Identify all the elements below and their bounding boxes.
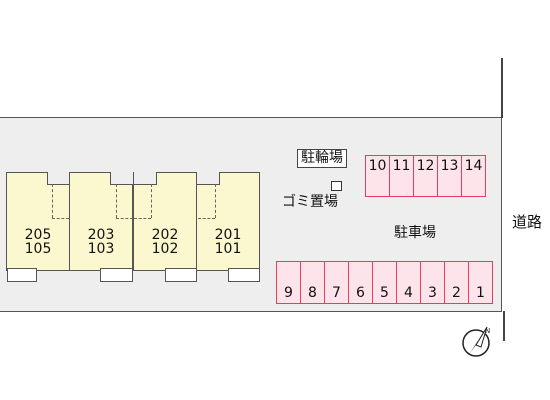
parking-space: 4 bbox=[396, 261, 421, 304]
unit-number-lower: 101 bbox=[214, 241, 242, 257]
parking-space: 2 bbox=[444, 261, 469, 304]
north-arrow-icon: N bbox=[461, 323, 495, 363]
unit-number-upper: 201 bbox=[214, 227, 242, 243]
building-notch bbox=[47, 172, 70, 185]
parking-space-number: 3 bbox=[428, 285, 437, 301]
svg-text:N: N bbox=[485, 327, 490, 335]
balcony bbox=[228, 268, 260, 282]
stair-outline bbox=[52, 218, 69, 219]
balcony bbox=[100, 268, 133, 282]
parking-space-number: 13 bbox=[440, 158, 459, 174]
building-notch bbox=[197, 172, 220, 185]
parking-space-number: 5 bbox=[380, 285, 389, 301]
parking-space-number: 12 bbox=[416, 158, 435, 174]
parking-space: 14 bbox=[461, 155, 486, 197]
parking-space-number: 8 bbox=[308, 285, 317, 301]
building-unit: 202 102 bbox=[133, 172, 197, 271]
stair-outline bbox=[215, 184, 216, 218]
unit-number-lower: 102 bbox=[151, 241, 179, 257]
parking-space: 8 bbox=[300, 261, 325, 304]
building-unit: 201 101 bbox=[196, 172, 260, 271]
building-unit: 203 103 bbox=[69, 172, 133, 271]
road-edge-line bbox=[501, 58, 503, 118]
unit-number-lower: 105 bbox=[24, 241, 52, 257]
parking-space-number: 10 bbox=[368, 158, 387, 174]
stair-outline bbox=[52, 184, 53, 218]
parking-space: 11 bbox=[389, 155, 414, 197]
parking-space-number: 6 bbox=[356, 285, 365, 301]
building-unit: 205 105 bbox=[6, 172, 70, 271]
parking-space-number: 1 bbox=[476, 285, 485, 301]
unit-number-lower: 103 bbox=[87, 241, 115, 257]
parking-space: 3 bbox=[420, 261, 445, 304]
building-notch bbox=[110, 172, 133, 185]
parking-space-number: 4 bbox=[404, 285, 413, 301]
road-edge-line bbox=[503, 311, 505, 341]
parking-lot-label: 駐車場 bbox=[394, 225, 436, 241]
unit-number-upper: 205 bbox=[24, 227, 52, 243]
parking-space: 13 bbox=[437, 155, 462, 197]
parking-space: 5 bbox=[372, 261, 397, 304]
balcony bbox=[7, 268, 37, 282]
parking-space: 12 bbox=[413, 155, 438, 197]
parking-space: 6 bbox=[348, 261, 373, 304]
trash-bin-icon bbox=[331, 181, 342, 191]
stair-outline bbox=[116, 218, 133, 219]
parking-space-number: 7 bbox=[332, 285, 341, 301]
parking-space: 1 bbox=[468, 261, 493, 304]
stair-outline bbox=[198, 218, 215, 219]
stair-outline bbox=[116, 184, 117, 218]
bike-parking-label: 駐輪場 bbox=[297, 149, 347, 168]
parking-space-number: 9 bbox=[284, 285, 293, 301]
stair-outline bbox=[134, 218, 151, 219]
road-label: 道路 bbox=[512, 213, 543, 231]
unit-number-upper: 202 bbox=[151, 227, 179, 243]
parking-space-number: 2 bbox=[452, 285, 461, 301]
stair-outline bbox=[151, 184, 152, 218]
parking-space-number: 14 bbox=[464, 158, 483, 174]
unit-number-upper: 203 bbox=[87, 227, 115, 243]
balcony bbox=[165, 268, 197, 282]
building-notch bbox=[134, 172, 157, 185]
parking-space: 10 bbox=[365, 155, 390, 197]
trash-area-label: ゴミ置場 bbox=[282, 194, 338, 210]
parking-space: 9 bbox=[276, 261, 301, 304]
parking-space-number: 11 bbox=[392, 158, 411, 174]
parking-space: 7 bbox=[324, 261, 349, 304]
